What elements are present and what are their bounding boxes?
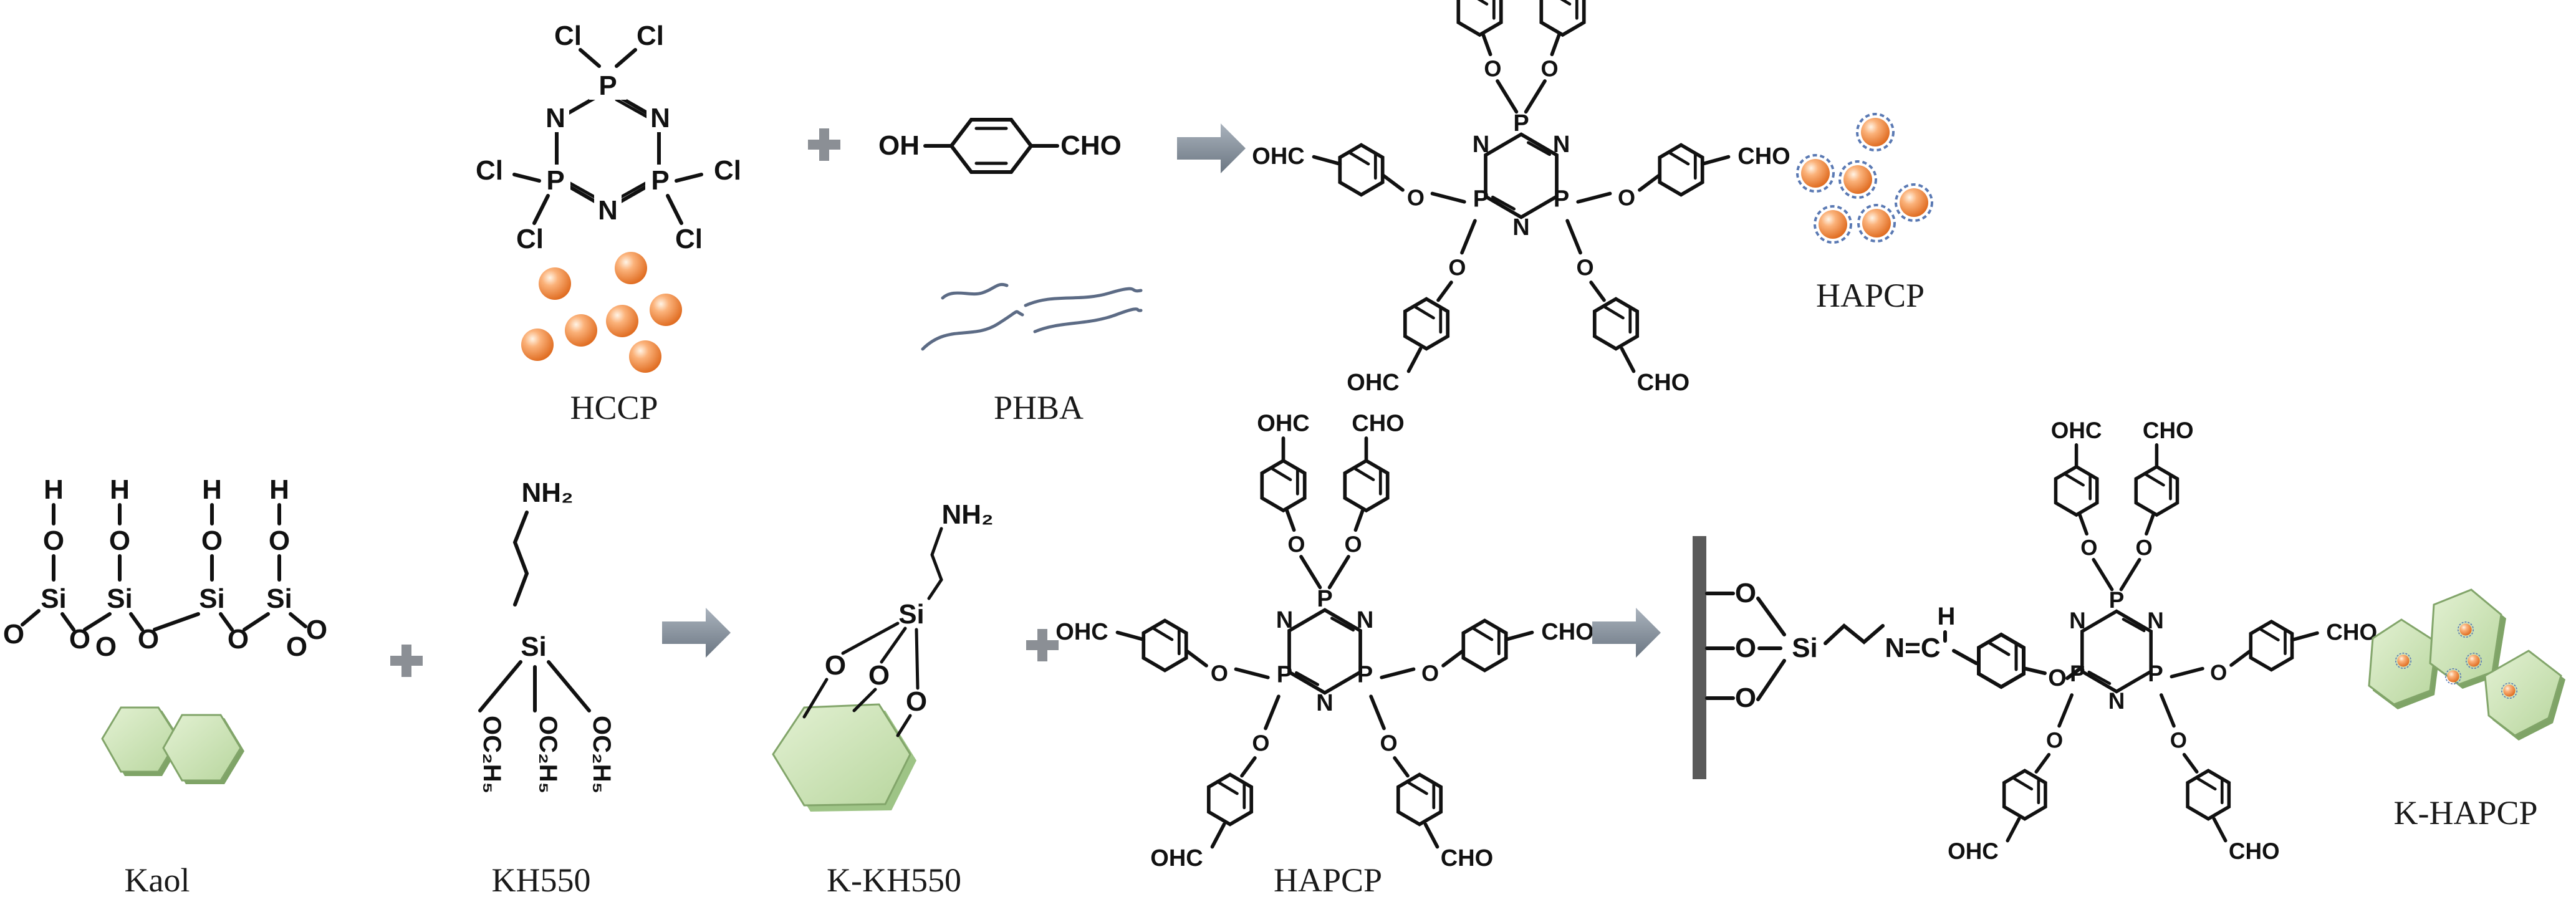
- atom-p: P: [2109, 587, 2125, 613]
- hapcp-label-bottom: HAPCP: [1274, 861, 1382, 897]
- atom-p: P: [2070, 661, 2085, 686]
- group-ohc: OHC: [1948, 838, 1999, 864]
- kh550-structure: NH₂ Si OC₂H₅ OC₂H₅ OC₂H₅: [478, 477, 615, 794]
- kh550-label: KH550: [492, 861, 591, 897]
- k-hapcp-structure: O O O Si N=C H O P N P N P N O O: [1693, 418, 2377, 864]
- atom-h: H: [44, 474, 64, 505]
- atom-o: O: [868, 660, 890, 691]
- atom-n: N: [2147, 608, 2164, 633]
- kaol-clay-icon: [101, 706, 244, 784]
- atom-o: O: [201, 525, 223, 556]
- atom-cl: Cl: [516, 224, 544, 254]
- plus-icon: [1026, 629, 1059, 661]
- atom-o: O: [825, 650, 846, 681]
- atom-h: H: [269, 474, 289, 505]
- atom-o: O: [1735, 683, 1756, 713]
- atom-o: O: [1735, 578, 1756, 608]
- atom-h: H: [110, 474, 130, 505]
- phba-fibers-icon: [921, 283, 1143, 351]
- hccp-structure: P N P N P N Cl Cl Cl Cl Cl Cl: [476, 21, 741, 254]
- reaction-arrow-icon: [662, 608, 731, 658]
- atom-cl: Cl: [714, 155, 741, 186]
- plus-icon: [390, 645, 423, 677]
- hapcp-structure-top: [1252, 0, 1790, 396]
- group-oc2h5: OC₂H₅: [534, 716, 562, 794]
- atom-o: O: [286, 631, 307, 662]
- atom-si: Si: [898, 599, 925, 630]
- atom-o: O: [2136, 535, 2153, 560]
- atom-o: O: [109, 525, 130, 556]
- plus-icon: [808, 128, 840, 161]
- kaol-structure: H H H H O O O O Si Si Si Si O O O O O O …: [3, 474, 327, 662]
- group-cho: CHO: [2326, 620, 2377, 645]
- group-oc2h5: OC₂H₅: [588, 716, 615, 794]
- atom-o: O: [2170, 729, 2187, 753]
- hccp-particles-icon: [521, 252, 682, 373]
- atom-o: O: [69, 624, 90, 655]
- kaol-label: Kaol: [125, 861, 190, 897]
- atom-cl: Cl: [637, 21, 664, 51]
- atom-n: N: [2108, 688, 2125, 714]
- atom-si: Si: [199, 583, 225, 614]
- hapcp-structure-bottom: [1055, 411, 1593, 871]
- group-nh2: NH₂: [521, 477, 573, 508]
- atom-p: P: [2148, 661, 2163, 686]
- atom-o: O: [95, 631, 117, 662]
- hccp-label: HCCP: [570, 389, 658, 426]
- group-imine: N=C: [1885, 633, 1940, 663]
- atom-o: O: [2048, 665, 2067, 691]
- atom-p: P: [651, 165, 669, 196]
- reaction-arrow-icon: [1177, 123, 1246, 173]
- group-cho: CHO: [2229, 838, 2280, 864]
- group-cho: CHO: [1060, 130, 1122, 161]
- phba-label: PHBA: [994, 389, 1084, 426]
- atom-o: O: [2080, 535, 2097, 560]
- atom-o: O: [228, 624, 249, 655]
- atom-o: O: [1735, 633, 1756, 663]
- atom-si: Si: [266, 583, 292, 614]
- atom-o: O: [306, 615, 327, 645]
- atom-o: O: [2046, 729, 2063, 753]
- phba-structure: OH CHO: [878, 118, 1122, 174]
- hapcp-label-top: HAPCP: [1816, 277, 1925, 314]
- atom-o: O: [2210, 661, 2227, 685]
- k-hapcp-composite-icon: [2368, 588, 2565, 741]
- atom-o: O: [269, 525, 290, 556]
- atom-n: N: [2069, 608, 2086, 633]
- atom-si: Si: [1792, 633, 1818, 663]
- atom-p: P: [598, 70, 617, 101]
- atom-h: H: [202, 474, 222, 505]
- reaction-arrow-icon: [1592, 608, 1661, 658]
- group-oc2h5: OC₂H₅: [478, 716, 506, 794]
- atom-cl: Cl: [476, 155, 503, 186]
- group-oh: OH: [878, 130, 920, 161]
- atom-o: O: [3, 619, 24, 650]
- k-hapcp-label: K-HAPCP: [2393, 794, 2537, 832]
- atom-n: N: [545, 103, 565, 133]
- atom-si: Si: [41, 583, 67, 614]
- atom-h: H: [1938, 603, 1956, 630]
- k-kh550-structure: NH₂ Si O O O: [772, 499, 994, 812]
- atom-p: P: [546, 165, 564, 196]
- atom-o: O: [138, 624, 159, 655]
- atom-si: Si: [107, 583, 133, 614]
- atom-si: Si: [521, 631, 547, 662]
- clay-surface-wall: [1693, 536, 1706, 779]
- atom-n: N: [598, 195, 618, 226]
- group-ohc: OHC: [2051, 418, 2102, 443]
- hapcp-particles-icon: [1796, 113, 1933, 244]
- group-nh2: NH₂: [941, 499, 993, 530]
- group-cho: CHO: [2143, 418, 2194, 443]
- atom-cl: Cl: [554, 21, 582, 51]
- k-kh550-label: K-KH550: [827, 861, 961, 897]
- atom-o: O: [906, 686, 927, 717]
- atom-cl: Cl: [675, 224, 703, 254]
- atom-n: N: [650, 103, 670, 133]
- atom-o: O: [43, 525, 64, 556]
